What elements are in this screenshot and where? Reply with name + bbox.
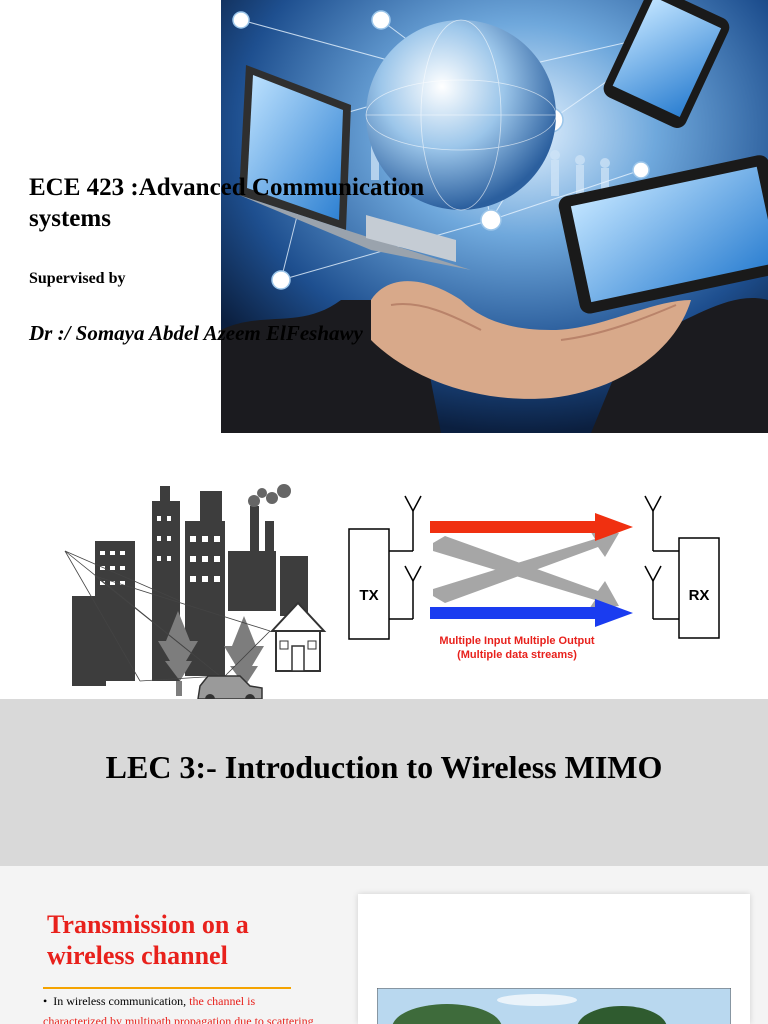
tx-antenna-icon xyxy=(389,495,422,620)
mimo-diagram: TX RX Multiple Input Multiple Output (Mu… xyxy=(333,481,728,671)
tx-label: TX xyxy=(359,587,378,604)
multipath-city-illustration xyxy=(64,484,327,699)
rx-label: RX xyxy=(689,587,710,604)
supervisor-name: Dr :/ Somaya Abdel Azeem ElFeshawy xyxy=(29,321,363,345)
tx-box xyxy=(348,528,390,640)
red-stream-arrow xyxy=(430,513,633,541)
network-hands-illustration xyxy=(221,0,768,433)
rx-box xyxy=(678,537,720,639)
blue-stream-arrow xyxy=(430,599,633,627)
mimo-caption-line1: Multiple Input Multiple Output xyxy=(439,635,595,647)
image-panel xyxy=(358,894,750,1024)
bullet-text: • In wireless communication, the channel… xyxy=(43,994,314,1024)
rx-antenna-icon xyxy=(644,495,679,620)
lecture-title: LEC 3:- Introduction to Wireless MIMO xyxy=(105,749,663,785)
heading-divider xyxy=(43,987,291,989)
mimo-caption-line2: (Multiple data streams) xyxy=(457,649,577,661)
supervised-label: Supervised by xyxy=(29,270,126,287)
diagram-slide: TX RX Multiple Input Multiple Output (Mu… xyxy=(0,433,768,699)
lecture-title-slide: LEC 3:- Introduction to Wireless MIMO xyxy=(0,699,768,866)
landscape-photo xyxy=(377,988,731,1024)
gray-stream-up xyxy=(433,529,619,603)
